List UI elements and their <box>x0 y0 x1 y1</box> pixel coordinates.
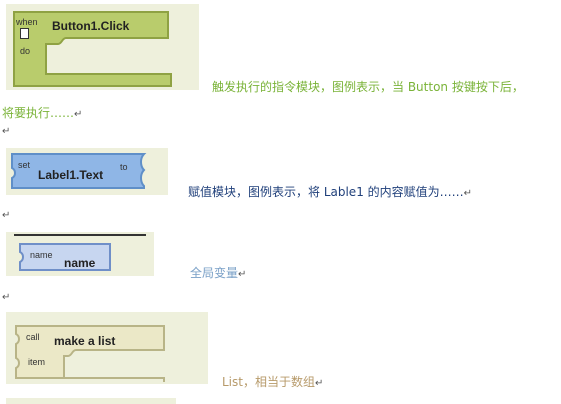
event-do-label: do <box>20 46 31 56</box>
global-caption: 全局变量↵ <box>190 264 246 281</box>
global-block-name: name <box>64 256 96 270</box>
list-item-label: item <box>28 357 46 367</box>
setter-block-name: Label1.Text <box>38 168 104 182</box>
list-call-label: call <box>26 332 40 342</box>
list-block-name: make a list <box>54 334 116 348</box>
global-block-thumbnail: name name <box>6 232 154 276</box>
paragraph-mark: ↵ <box>74 109 83 120</box>
global-block-line <box>14 234 146 236</box>
paragraph-mark: ↵ <box>2 210 11 221</box>
setter-to-label: to <box>120 162 128 172</box>
setter-block-thumbnail: set Label1.Text to <box>6 148 168 195</box>
next-block-peek <box>6 398 176 404</box>
setter-caption-text: 赋值模块，图例表示，将 Lable1 的内容赋值为…… <box>188 185 464 199</box>
event-when-label: when <box>16 17 38 27</box>
event-block-name: Button1.Click <box>52 19 130 33</box>
setter-set-label: set <box>18 160 31 170</box>
list-block-thumbnail: call make a list item <box>6 312 208 384</box>
list-caption-text: List，相当于数组 <box>222 375 315 389</box>
event-block-shape <box>13 11 172 87</box>
paragraph-mark: ↵ <box>314 378 324 389</box>
paragraph-mark: ↵ <box>2 292 11 303</box>
setter-block-shape <box>11 153 147 189</box>
global-small-label: name <box>30 250 53 260</box>
square-icon <box>20 28 29 39</box>
setter-caption: 赋值模块，图例表示，将 Lable1 的内容赋值为……↵ <box>188 183 472 200</box>
paragraph-mark: ↵ <box>2 126 11 137</box>
event-caption-line-2: 将要执行……↵ <box>2 104 82 121</box>
paragraph-mark: ↵ <box>463 188 473 199</box>
event-caption-line-2-text: 将要执行…… <box>2 106 75 120</box>
list-block-shape <box>15 325 165 382</box>
paragraph-mark: ↵ <box>238 269 247 280</box>
global-caption-text: 全局变量 <box>190 266 239 280</box>
event-block-thumbnail: when Button1.Click do <box>6 4 199 90</box>
list-caption: List，相当于数组↵ <box>222 373 323 390</box>
event-caption-line-1: 触发执行的指令模块，图例表示，当 Button 按键按下后， <box>212 80 524 94</box>
global-block-shape <box>19 243 111 271</box>
